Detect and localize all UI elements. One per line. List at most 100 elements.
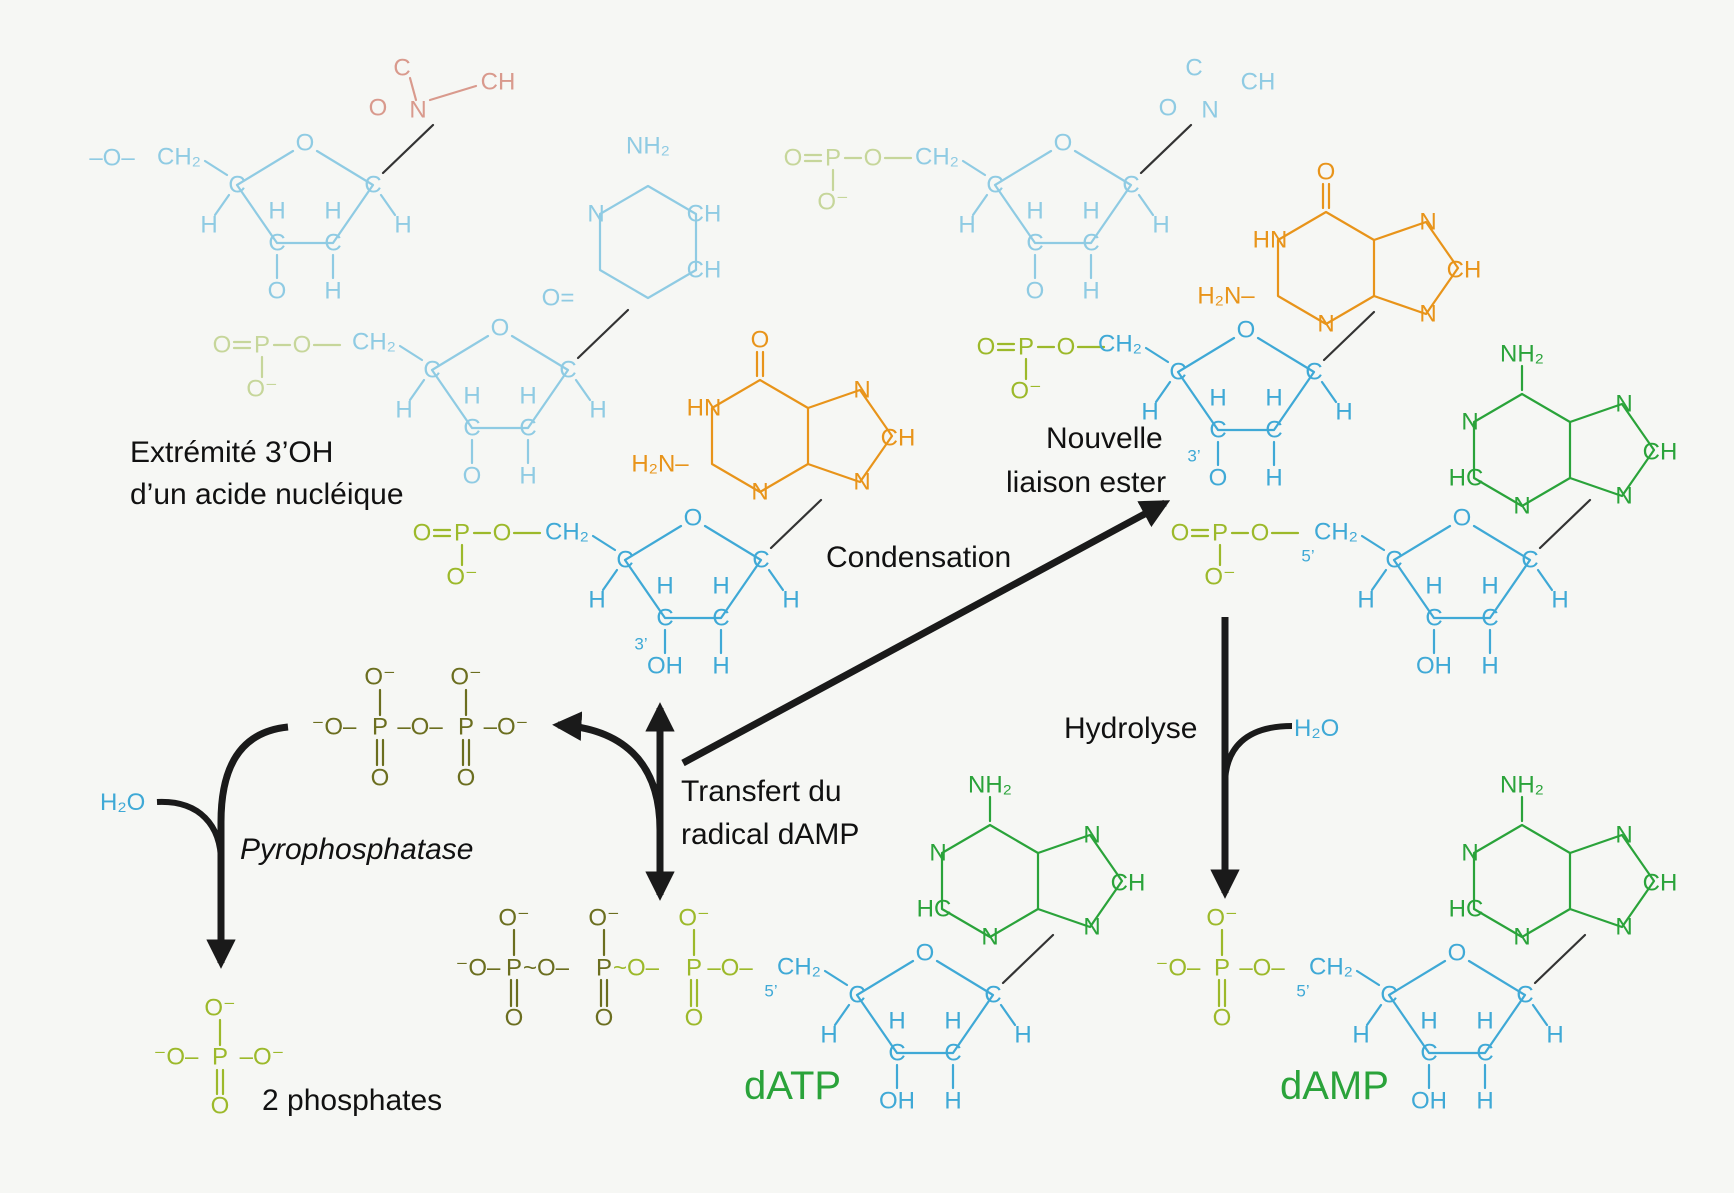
atom-label: H [1014,1022,1031,1049]
atom-label: C [1476,1040,1493,1067]
atom-label: O [1251,520,1270,547]
atom-label: ⁻O– [312,714,357,741]
water-right-label: H₂O [1294,715,1339,742]
atom-label: H [944,1008,961,1035]
atom-label: H [1082,198,1099,225]
atom-label: H [782,587,799,614]
atom-label: C [1185,55,1202,82]
atom-label: O⁻ [1206,905,1237,932]
ring-bond [430,334,570,430]
atom-label: 5’ [1296,982,1309,1001]
atom-label: P [686,955,702,982]
atom-label: P [458,714,474,741]
atom-label: CH [481,69,516,96]
atom-label: O⁻ [678,905,709,932]
atom-label: C [324,230,341,257]
atom-label: O [293,332,312,359]
inorganic-phosphate: ⁻O–P–O⁻O⁻O [154,995,285,1120]
atom-label: C [656,605,673,632]
labels: Extrémité 3’OH d’un acide nucléique Nouv… [100,422,1389,1117]
bond [823,969,849,987]
atom-label: C [712,605,729,632]
atom-label: OH [1416,653,1452,680]
atom-label: O [751,327,770,354]
atom-label: O [1213,1005,1232,1032]
bond [1355,969,1381,987]
atom-label: O [371,765,390,792]
atom-label: O [1453,505,1472,532]
atom-label: N [1317,311,1334,338]
atom-label: N [1461,409,1478,436]
atom-label: N [1615,822,1632,849]
atom-label: C [616,547,633,574]
atom-label: H [1265,465,1282,492]
bond [767,568,785,592]
bond [601,568,619,592]
atom-label: ⁻O– [154,1044,199,1071]
atom-label: O [211,1093,230,1120]
atom-label: O [1171,520,1190,547]
pyrophosphatase-label: Pyrophosphatase [240,833,474,866]
ring-bond [1472,392,1572,508]
atom-label: N [1461,840,1478,867]
atom-label: N [1615,483,1632,510]
chain-terminal-oxygen: –O– [89,145,135,172]
atom-label: P [1018,334,1034,361]
condensation-arrow [681,499,1171,767]
bond [574,378,592,402]
atom-label: N [409,97,426,124]
atom-label: O [916,940,935,967]
atom-label: O= [542,285,575,312]
atom-label: H [1546,1022,1563,1049]
atom-label: O [413,520,432,547]
atom-label: O [1159,95,1178,122]
atom-label: O [457,765,476,792]
atom-label: P [372,714,388,741]
atom-label: O⁻ [246,376,277,403]
ring-bond [1387,959,1527,1055]
atom-label: C [519,415,536,442]
atom-label: O⁻ [817,189,848,216]
atom-label: O [864,145,883,172]
atom-label: N [1615,914,1632,941]
atom-label: HN [1253,227,1288,254]
atom-label: H [200,212,217,239]
atom-label: C [559,357,576,384]
ring-bond [598,184,698,300]
datp-label: dATP [744,1064,841,1108]
atom-label: ⁻O– [1156,955,1201,982]
atom-label: CH [1447,257,1482,284]
bond [591,534,617,552]
atom-label: H [888,1008,905,1035]
atom-label: H [1425,573,1442,600]
atom-label: H [588,587,605,614]
atom-label: C [1521,547,1538,574]
pyrophosphate-release-arrow [552,711,664,831]
atom-label: HN [687,395,722,422]
bond [1154,380,1172,404]
atom-label: H₂N– [631,451,689,478]
atom-label: OH [879,1088,915,1115]
atom-label: O⁻ [498,905,529,932]
atom-label: N [1419,209,1436,236]
atom-label: C [1425,605,1442,632]
atom-label: H [519,463,536,490]
ring-bond [1372,220,1460,316]
atom-label: O [268,278,287,305]
atom-label: O [505,1005,524,1032]
bond [381,123,435,175]
atom-label: NH₂ [626,133,670,160]
atom-label: O [1237,317,1256,344]
atom-label: C [1516,982,1533,1009]
atom-label: N [1513,493,1530,520]
atom-label: H [324,278,341,305]
ring-bond [1276,210,1376,326]
atom-label: C [1209,417,1226,444]
atom-label: CH [1643,439,1678,466]
